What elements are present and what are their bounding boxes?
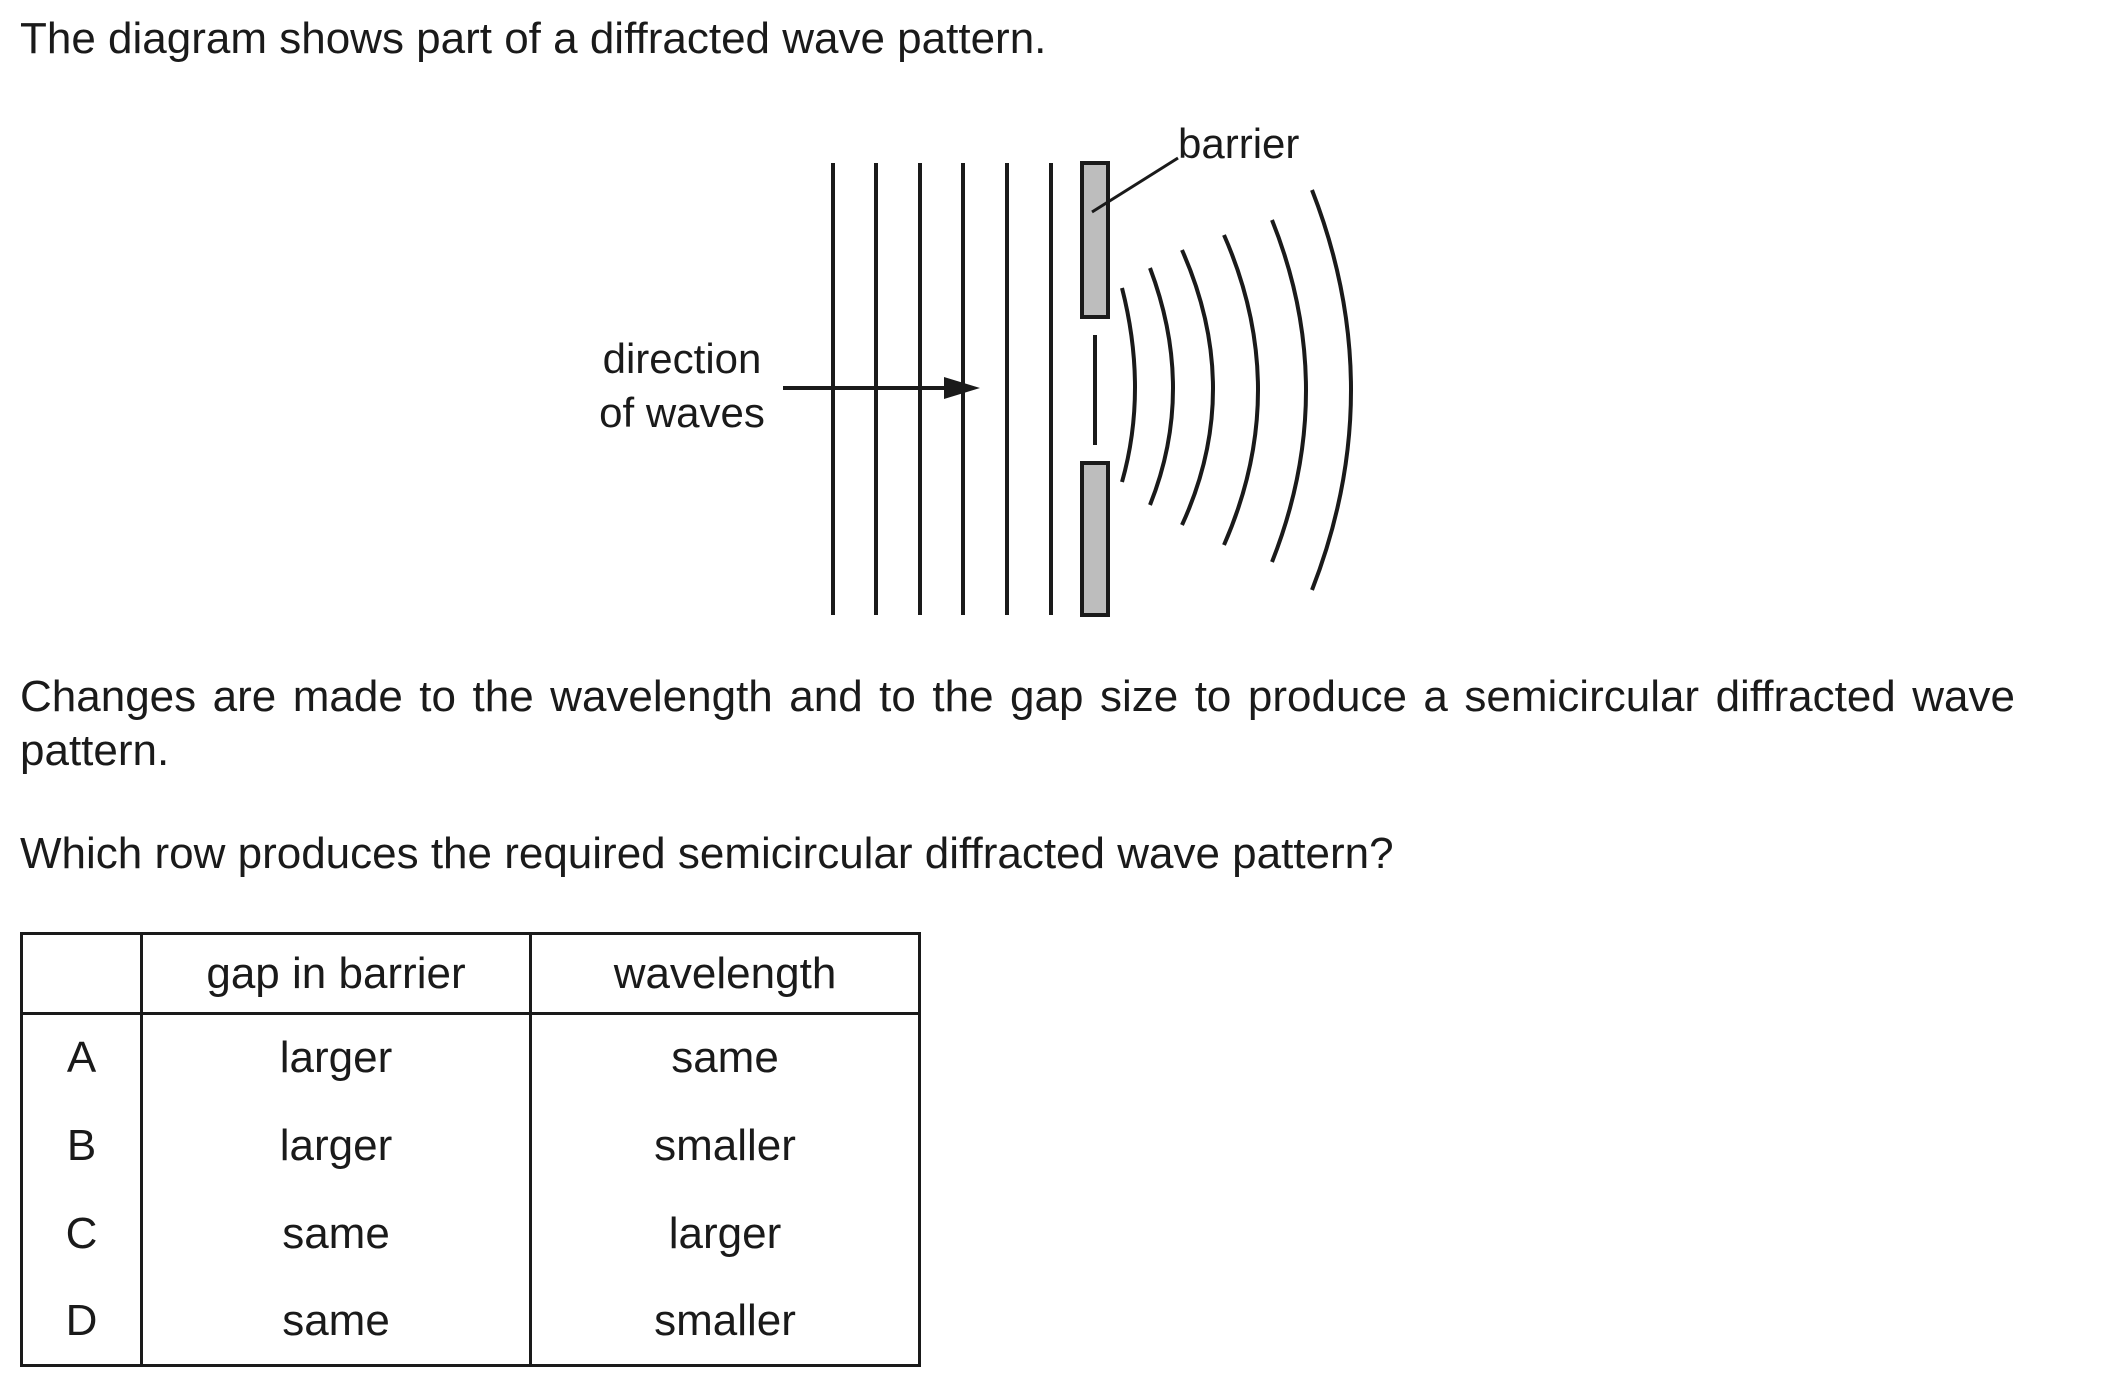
table-row: A larger same bbox=[20, 1013, 921, 1102]
changes-text: Changes are made to the wavelength and t… bbox=[20, 672, 2015, 775]
row-gap: same bbox=[140, 1277, 532, 1367]
barrier-label: barrier bbox=[1178, 120, 1299, 167]
diffracted-wavefront bbox=[1222, 234, 1260, 546]
row-letter: A bbox=[20, 1013, 143, 1102]
header-gap-in-barrier: gap in barrier bbox=[140, 932, 532, 1015]
diffracted-wavefront bbox=[1180, 249, 1215, 526]
header-wavelength: wavelength bbox=[529, 932, 921, 1015]
diffracted-wavefronts bbox=[1120, 189, 1353, 591]
table-row: B larger smaller bbox=[20, 1101, 921, 1190]
direction-label-line2: of waves bbox=[599, 389, 765, 436]
direction-arrow-head bbox=[944, 377, 980, 399]
header-letter bbox=[20, 932, 143, 1015]
row-letter: D bbox=[20, 1277, 143, 1367]
row-letter: C bbox=[20, 1189, 143, 1278]
row-gap: same bbox=[140, 1189, 532, 1278]
table-header-row: gap in barrier wavelength bbox=[20, 932, 921, 1015]
direction-label-line1: direction bbox=[603, 335, 762, 382]
diffracted-wavefront bbox=[1148, 267, 1175, 506]
question-text: Which row produces the required semicirc… bbox=[20, 829, 1394, 878]
row-wavelength: larger bbox=[529, 1189, 921, 1278]
barrier-lower bbox=[1080, 461, 1110, 617]
barrier bbox=[1080, 161, 1110, 617]
table-row: D same smaller bbox=[20, 1277, 921, 1367]
intro-text: The diagram shows part of a diffracted w… bbox=[20, 14, 1047, 63]
row-gap: larger bbox=[140, 1013, 532, 1102]
diffracted-wavefront bbox=[1270, 219, 1308, 563]
row-letter: B bbox=[20, 1101, 143, 1190]
table-row: C same larger bbox=[20, 1189, 921, 1278]
barrier-leader-line bbox=[1091, 156, 1179, 214]
row-wavelength: same bbox=[529, 1013, 921, 1102]
barrier-upper bbox=[1080, 161, 1110, 319]
row-wavelength: smaller bbox=[529, 1101, 921, 1190]
diffraction-diagram: barrier direction of waves bbox=[599, 120, 1353, 617]
row-wavelength: smaller bbox=[529, 1277, 921, 1367]
row-gap: larger bbox=[140, 1101, 532, 1190]
diffracted-wavefront bbox=[1310, 189, 1353, 591]
diffracted-wavefront bbox=[1120, 287, 1137, 483]
answer-table: gap in barrier wavelength A larger same … bbox=[20, 932, 921, 1367]
